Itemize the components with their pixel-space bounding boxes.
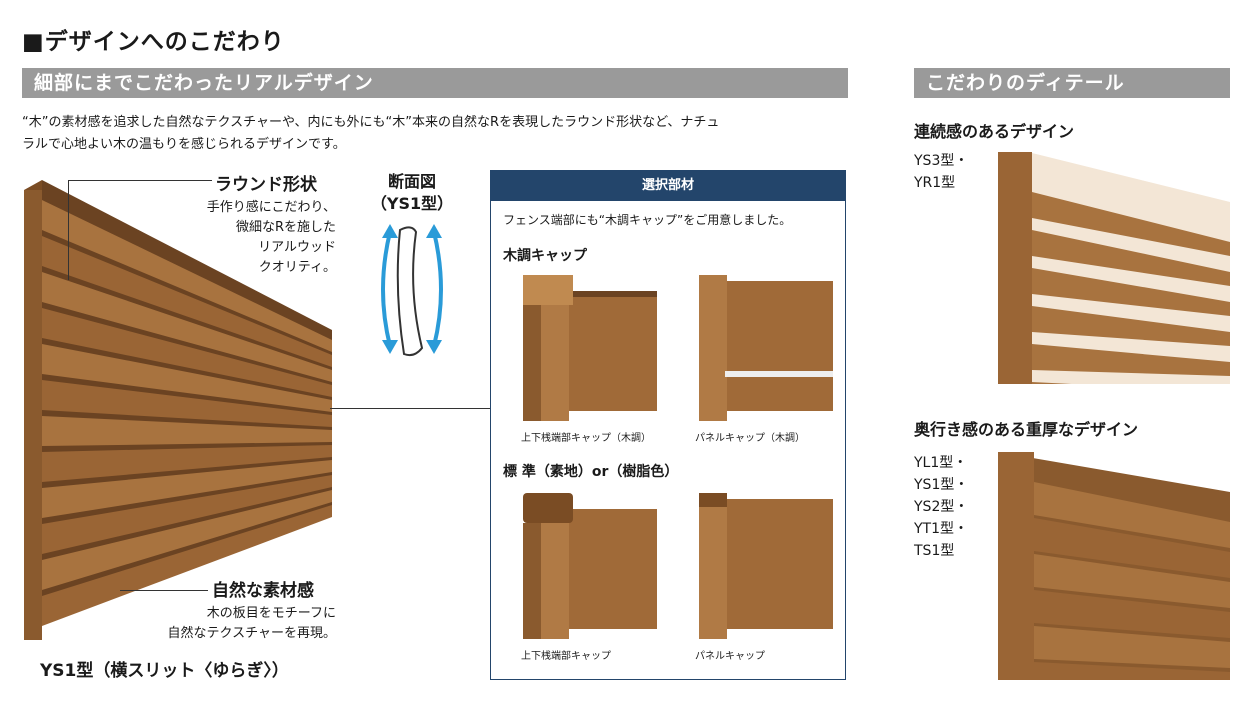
fence-slat	[42, 460, 332, 518]
callout-line-round-v	[68, 180, 69, 280]
natural-line: 自然なテクスチャーを再現。	[167, 626, 336, 641]
natural-material-title: 自然な素材感	[212, 581, 314, 601]
callout-line-round	[68, 180, 212, 181]
detail1-models: YS3型・ YR1型	[914, 150, 968, 194]
fence-slat	[42, 490, 332, 590]
wood-cap-label-2: パネルキャップ（木調）	[695, 433, 805, 444]
wood-cap-heading: 木調キャップ	[503, 248, 587, 264]
fence-slat	[42, 416, 332, 446]
fence-slat	[42, 445, 332, 482]
round-shape-text: 手作り感にこだわり、 微細なRを施した リアルウッド クオリティ。	[150, 198, 336, 278]
main-model-caption: YS1型（横スリット〈ゆらぎ〉）	[40, 661, 289, 681]
detail2-model: TS1型	[914, 543, 955, 559]
fence-slat	[42, 200, 332, 352]
page-title: ■デザインへのこだわり	[22, 29, 285, 55]
detail1-slat	[1032, 192, 1230, 256]
fence-slat	[42, 505, 332, 626]
round-line: 微細なRを施した	[235, 220, 336, 235]
section-band-right: こだわりのディテール	[914, 68, 1230, 98]
fence-slat	[42, 272, 332, 382]
cross-section-title: 断面図	[387, 172, 436, 191]
detail2-slat	[1034, 518, 1230, 578]
standard-heading: 標 準（素地）or（樹脂色）	[503, 464, 679, 480]
detail1-slat	[1032, 230, 1230, 286]
connector-line	[330, 408, 490, 409]
fence-slat	[42, 236, 332, 367]
round-line: 手作り感にこだわり、	[206, 200, 336, 215]
fence-slat	[42, 475, 332, 554]
cross-section-subtitle: （YS1型）	[370, 194, 454, 213]
intro-text: “木”の素材感を追求した自然なテクスチャーや、内にも外にも“木”本来の自然なRを…	[22, 112, 858, 156]
detail2-models: YL1型・ YS1型・ YS2型・ YT1型・ TS1型	[914, 452, 968, 562]
options-box-header: 選択部材	[491, 171, 845, 201]
section-band-left: 細部にまでこだわったリアルデザイン	[22, 68, 848, 98]
detail2-model: YS1型・	[914, 477, 969, 493]
wood-cap-label-1: 上下桟端部キャップ（木調）	[521, 433, 651, 444]
round-line: リアルウッド	[258, 240, 336, 255]
round-shape-title: ラウンド形状	[215, 175, 317, 195]
detail1-slat	[1032, 268, 1230, 316]
wood-cap-image-1	[519, 271, 659, 421]
detail1-slat	[1032, 344, 1230, 376]
round-line: クオリティ。	[258, 260, 336, 275]
detail2-slat	[1034, 626, 1230, 668]
options-box-text: フェンス端部にも“木調キャップ”をご用意しました。	[503, 213, 792, 227]
standard-cap-image-1	[519, 489, 659, 639]
detail2-slat	[1034, 590, 1230, 638]
detail1-model: YR1型	[914, 175, 956, 191]
natural-material-text: 木の板目をモチーフに 自然なテクスチャーを再現。	[100, 604, 336, 644]
natural-line: 木の板目をモチーフに	[206, 606, 336, 621]
fence-slat	[42, 344, 332, 412]
detail1-slat	[1032, 306, 1230, 346]
intro-line-1: “木”の素材感を追求した自然なテクスチャーや、内にも外にも“木”本来の自然なRを…	[22, 115, 720, 130]
detail2-image	[998, 452, 1230, 680]
fence-main-image	[24, 180, 344, 650]
wood-cap-image-2	[695, 271, 835, 421]
standard-cap-label-1: 上下桟端部キャップ	[521, 651, 611, 662]
cross-section-diagram	[372, 220, 452, 360]
detail2-model: YT1型・	[914, 521, 969, 537]
standard-cap-image-2	[695, 489, 835, 639]
intro-line-2: ラルで心地よい木の温もりを感じられるデザインです。	[22, 137, 346, 152]
standard-cap-label-2: パネルキャップ	[695, 651, 765, 662]
detail2-slat	[1034, 554, 1230, 608]
detail1-image	[998, 152, 1230, 384]
options-box: 選択部材 フェンス端部にも“木調キャップ”をご用意しました。 木調キャップ 上下…	[490, 170, 846, 680]
detail1-model: YS3型・	[914, 153, 969, 169]
callout-line-natural	[120, 590, 208, 591]
detail1-title: 連続感のあるデザイン	[914, 122, 1075, 141]
detail2-model: YL1型・	[914, 455, 968, 471]
detail2-slat	[1034, 482, 1230, 548]
detail2-title: 奥行き感のある重厚なデザイン	[914, 420, 1139, 439]
fence-slat	[42, 308, 332, 397]
fence-slat	[42, 380, 332, 427]
detail2-slat	[1034, 662, 1230, 680]
detail2-model: YS2型・	[914, 499, 969, 515]
